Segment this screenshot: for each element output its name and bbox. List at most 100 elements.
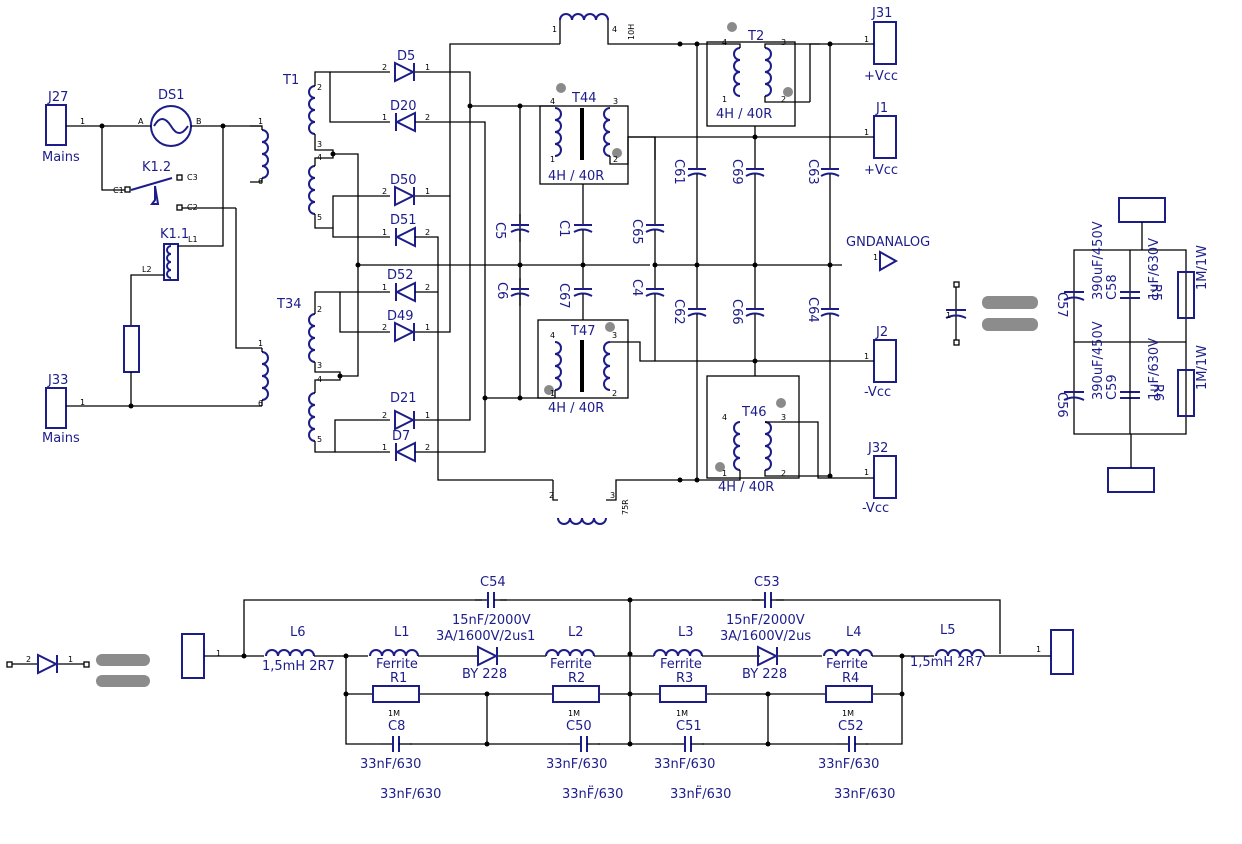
svg-text:2: 2 [382,187,387,196]
svg-text:1: 1 [946,311,951,320]
svg-text:3: 3 [317,361,322,370]
svg-text:390uF/450V: 390uF/450V [1091,221,1106,300]
svg-text:1M/1W: 1M/1W [1195,245,1210,290]
svg-text:Ferrite: Ferrite [826,657,868,672]
svg-text:1: 1 [258,117,263,126]
svg-text:2: 2 [425,443,430,452]
svg-text:2: 2 [613,155,618,164]
svg-text:J2: J2 [875,325,888,340]
svg-text:A: A [138,117,144,126]
cap-c69: C69 [729,157,765,187]
svg-text:L2: L2 [568,625,584,640]
svg-text:1: 1 [80,117,85,126]
svg-text:1: 1 [382,443,387,452]
svg-text:1: 1 [550,155,555,164]
svg-text:1: 1 [722,469,727,478]
svg-text:C66: C66 [729,299,744,325]
svg-text:1: 1 [425,323,430,332]
cap-c65: C65 [629,213,665,245]
svg-text:4: 4 [550,97,555,106]
svg-text:1M: 1M [842,709,854,718]
svg-text:-Vcc: -Vcc [864,385,891,400]
cap-c62: C62 [671,297,707,327]
svg-text:4H / 40R: 4H / 40R [548,401,604,416]
svg-text:33nF/630: 33nF/630 [654,757,715,772]
svg-text:C58: C58 [1105,274,1120,300]
svg-text:33nF/630: 33nF/630 [360,757,421,772]
svg-text:Ferrite: Ferrite [550,657,592,672]
svg-text:C62: C62 [671,299,686,325]
svg-text:C69: C69 [729,159,744,185]
svg-text:5: 5 [317,435,322,444]
svg-text:L2: L2 [142,265,152,274]
cap-value-note: 33nF/630 [834,787,895,802]
svg-text:2: 2 [382,411,387,420]
svg-text:4: 4 [722,413,727,422]
filter-connector-right [1050,629,1074,675]
svg-text:1: 1 [216,649,221,658]
svg-text:C59: C59 [1105,374,1120,400]
diode-d49: D49 [387,309,415,342]
svg-text:1: 1 [80,398,85,407]
cap-c67: C67 [556,277,593,309]
svg-text:1M: 1M [568,709,580,718]
cap-c5: C5 [492,213,530,243]
svg-text:BY 228: BY 228 [742,667,787,682]
svg-text:2: 2 [549,491,554,500]
inductor-l3: L3 Ferrite [653,625,703,672]
cap-c61: C61 [671,157,707,187]
connector-j27: J27 Mains [42,90,80,165]
svg-text:2: 2 [317,83,322,92]
svg-text:C51: C51 [676,719,702,734]
svg-text:C50: C50 [566,719,592,734]
svg-text:1: 1 [425,187,430,196]
cap-value-note: 33nF̈/630 [670,787,731,802]
svg-text:R2: R2 [568,671,585,686]
cap-c6: C6 [494,277,530,307]
svg-text:C65: C65 [629,219,644,245]
svg-text:1: 1 [722,95,727,104]
svg-text:4: 4 [550,331,555,340]
diode-d21: D21 [390,391,417,430]
svg-text:3: 3 [612,331,617,340]
svg-text:L5: L5 [940,623,956,638]
svg-text:C64: C64 [805,297,820,323]
svg-text:1M: 1M [676,709,688,718]
grey-bar [982,296,1038,309]
svg-text:C1: C1 [113,186,124,195]
svg-text:L1: L1 [188,235,198,244]
svg-text:3: 3 [781,413,786,422]
svg-text:3: 3 [317,140,322,149]
svg-text:33nF/630: 33nF/630 [818,757,879,772]
cap-c51: C51 33nF/630 [654,719,715,772]
svg-text:3: 3 [610,491,615,500]
svg-text:1: 1 [382,113,387,122]
svg-text:1: 1 [382,283,387,292]
svg-text:75R: 75R [621,499,630,515]
cap-c52: C52 33nF/630 [818,719,879,772]
svg-text:R3: R3 [676,671,693,686]
resistor-mains [123,325,140,373]
choke-10h: 1 4 10H [552,13,697,45]
svg-text:2: 2 [382,323,387,332]
svg-text:+Vcc: +Vcc [864,163,898,178]
connector-j32: J32 -Vcc 1 [862,441,897,516]
svg-text:2: 2 [26,655,31,664]
svg-text:3A/1600V/2us1: 3A/1600V/2us1 [436,629,535,644]
svg-text:1uF/630V: 1uF/630V [1147,238,1162,300]
svg-text:2: 2 [781,469,786,478]
svg-text:C8: C8 [388,719,405,734]
svg-text:10H: 10H [627,24,636,40]
svg-text:T44: T44 [571,91,596,106]
filter-connector-left [181,633,205,679]
svg-text:3: 3 [613,97,618,106]
svg-text:2: 2 [382,63,387,72]
diode-d51: D51 [390,213,417,247]
svg-text:J27: J27 [47,90,68,105]
svg-text:3: 3 [781,38,786,47]
svg-text:R4: R4 [842,671,859,686]
svg-text:6: 6 [258,177,263,186]
